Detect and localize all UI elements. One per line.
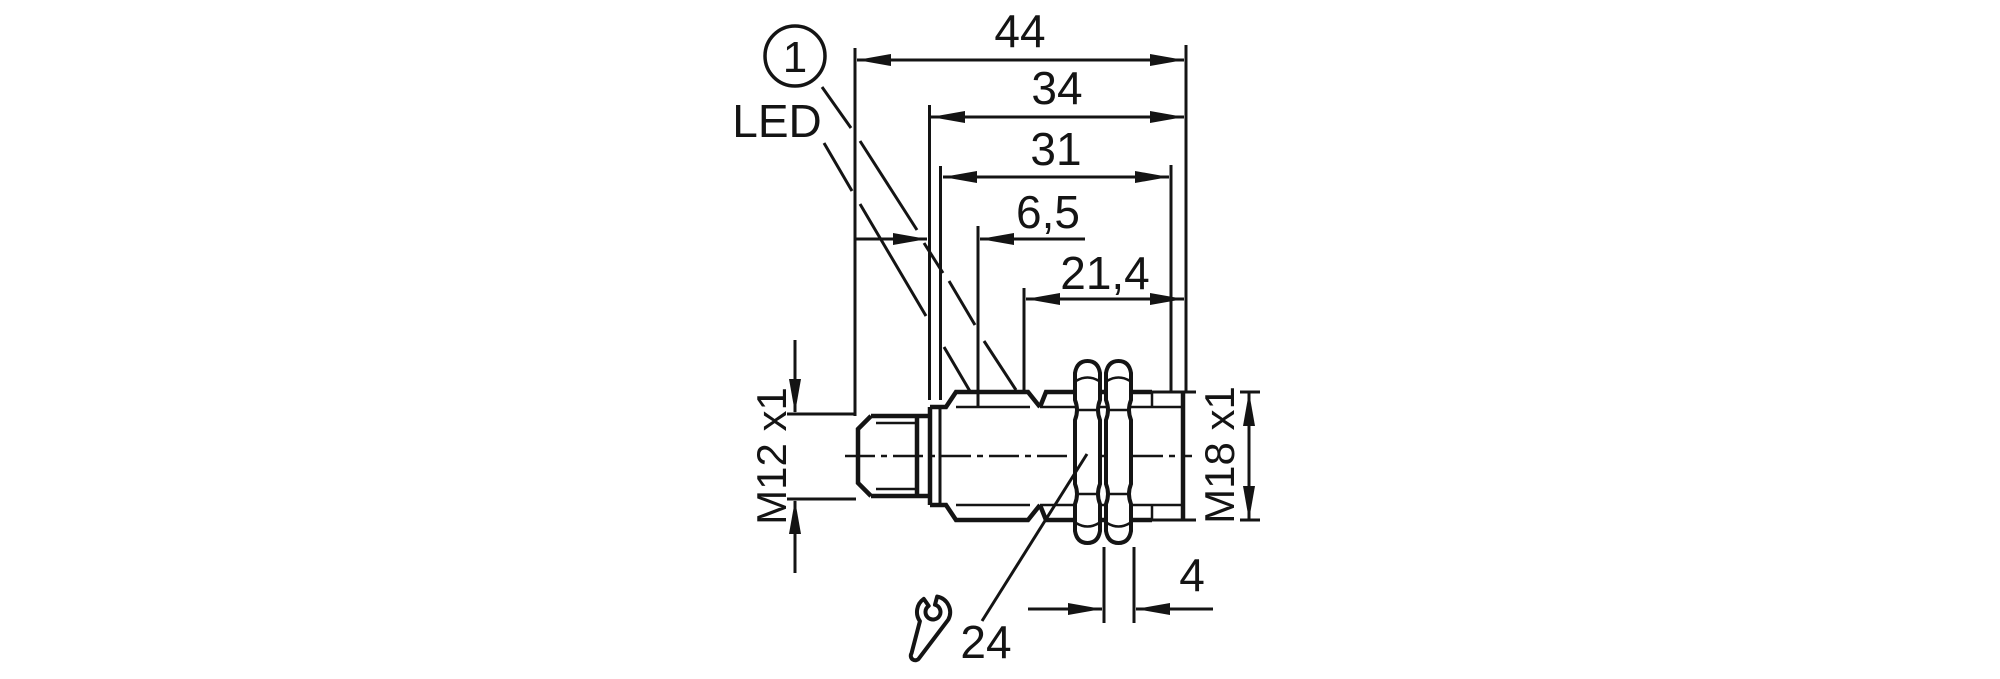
hex-nut-2: [1104, 358, 1133, 546]
dimension-labels: 44 34 31 6,5 21,4 4 24 LED M12 x1 M18 x1: [732, 5, 1243, 668]
callout-circle: [763, 24, 827, 88]
dim-nut-thickness-label: 4: [1179, 549, 1205, 601]
led-label: LED: [732, 95, 821, 147]
callout-number: 1: [783, 33, 807, 82]
m12-connector: [855, 413, 930, 499]
housing-face: [927, 407, 942, 505]
dimension-arrows: [789, 54, 1255, 615]
callout-1-leader: [820, 86, 1018, 391]
dim-sensor-thread-label: M18 x1: [1196, 386, 1243, 524]
dim-led-offset-label: 6,5: [1016, 186, 1080, 238]
dim-housing-length-label: 34: [1031, 62, 1082, 114]
leader-lines: [820, 86, 1089, 622]
sensor-body: [845, 358, 1192, 546]
dim-connector-thread-label: M12 x1: [748, 387, 795, 525]
dim-barrel-length-label: 31: [1030, 123, 1081, 175]
extension-lines: [787, 45, 1260, 623]
wrench-icon: [908, 594, 953, 663]
wrench-size-label: 24: [960, 616, 1011, 668]
dim-thread-length-label: 21,4: [1060, 247, 1150, 299]
housing-collar: [930, 389, 1042, 523]
wrench-leader: [980, 453, 1089, 622]
led-leader: [822, 142, 973, 394]
dim-overall-length-label: 44: [994, 5, 1045, 57]
hex-nut-1: [1073, 358, 1102, 546]
dimension-lines: [793, 58, 1251, 611]
